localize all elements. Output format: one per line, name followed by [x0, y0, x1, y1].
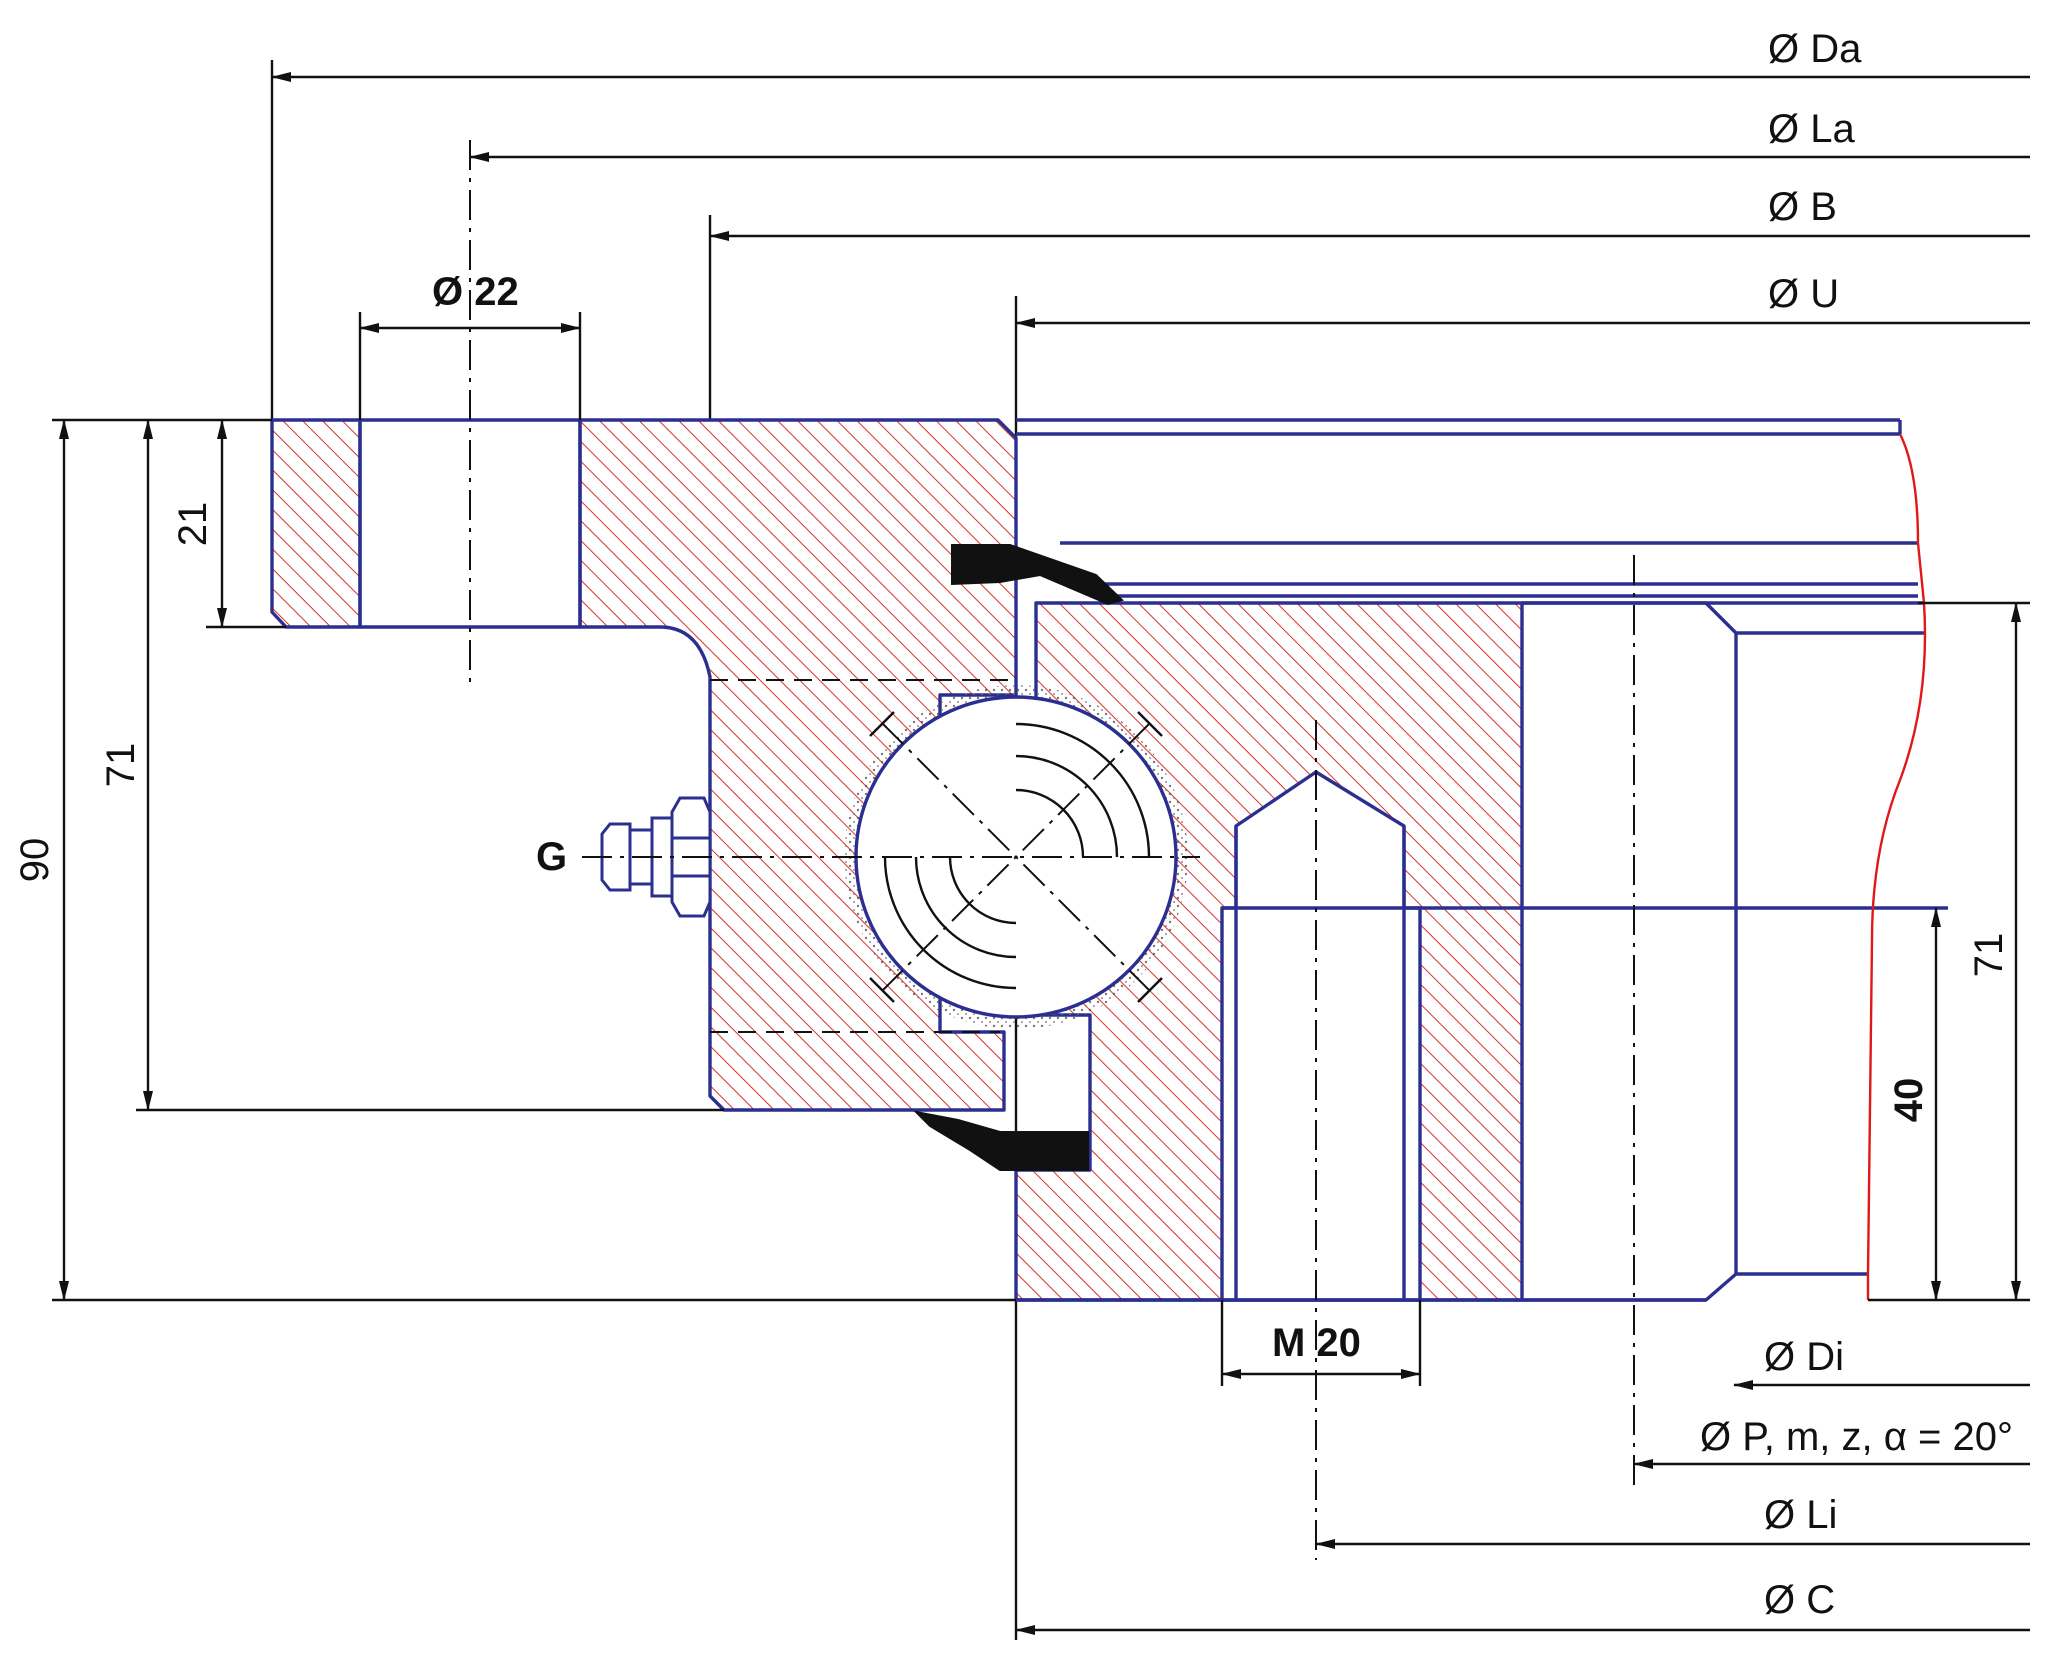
label-b: Ø B — [1768, 185, 1837, 229]
label-di: Ø Di — [1764, 1335, 1844, 1379]
dim-inner-ring-height: 71 — [1967, 933, 2011, 978]
dim-total-height: 90 — [13, 838, 57, 883]
label-c: Ø C — [1764, 1578, 1835, 1622]
label-u: Ø U — [1768, 272, 1839, 316]
threaded-hole — [1220, 770, 1422, 1302]
dim-thread: M 20 — [1272, 1321, 1361, 1365]
label-li: Ø Li — [1764, 1493, 1837, 1537]
dim-flange-height: 21 — [171, 502, 215, 547]
label-grease-nipple: G — [536, 835, 567, 879]
bottom-diameter-leaders — [1015, 1380, 2030, 1635]
dimension-lines — [52, 312, 2030, 1386]
seal-lower — [912, 1110, 1089, 1171]
break-line — [1866, 433, 1927, 1300]
dim-hole-diameter: Ø 22 — [432, 270, 519, 314]
outer-ring-flange-left — [270, 418, 362, 629]
ring-extension-right — [1016, 418, 1927, 1302]
label-da: Ø Da — [1768, 27, 1862, 71]
rolling-ball — [844, 685, 1188, 1029]
label-p: Ø P, m, z, α = 20° — [1700, 1415, 2013, 1459]
centerlines — [469, 140, 1635, 1560]
seal-upper — [951, 544, 1124, 606]
dim-thread-depth: 40 — [1887, 1078, 1931, 1123]
label-la: Ø La — [1768, 107, 1855, 151]
dim-outer-ring-height: 71 — [99, 743, 143, 788]
